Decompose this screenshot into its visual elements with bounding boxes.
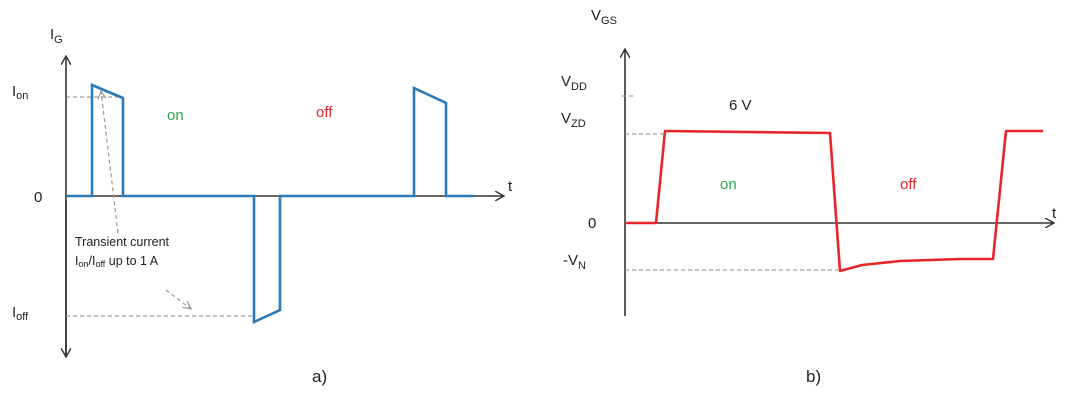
panel-b-caption: b) — [806, 367, 821, 386]
panel-b-off-label: off — [900, 176, 917, 193]
panel-a-transient-arrow-up — [101, 91, 119, 234]
panel-b-vdd-label: VDD — [561, 73, 587, 93]
panel-b-gate-voltage-trace — [625, 129, 1043, 273]
panel-a-transient-arrow-down — [165, 289, 191, 309]
panel-b-on-label: on — [720, 176, 737, 193]
panel-b-vn-label: -VN — [563, 252, 586, 272]
panel-a-gate-current-trace — [66, 83, 474, 325]
panel-b: VGS t VDD VZD 0 -VN 6 V on off b) — [561, 7, 1057, 386]
panel-a-ioff-label: Ioff — [12, 304, 29, 323]
panel-a-x-axis-label: t — [508, 178, 513, 195]
panel-b-y-axis-label: VGS — [591, 7, 617, 27]
panel-a-y-axis-label: IG — [50, 26, 63, 46]
panel-b-vzd-label: VZD — [561, 110, 586, 130]
panel-a-note-line1: Transient current — [75, 235, 170, 249]
panel-b-voltage-label: 6 V — [729, 97, 752, 114]
panel-b-x-axis-label: t — [1052, 205, 1057, 222]
panel-a-ion-label: Ion — [12, 83, 28, 102]
panel-b-zero-label: 0 — [588, 215, 596, 232]
panel-a-zero-label: 0 — [34, 189, 42, 206]
panel-a-off-label: off — [316, 104, 333, 121]
panel-a-note-line2: Ion/Ioff up to 1 A — [75, 254, 159, 269]
panel-a-on-label: on — [167, 107, 184, 124]
panel-a-caption: a) — [312, 367, 327, 386]
panel-a: IG t Ion 0 Ioff on off Transient current… — [12, 26, 513, 386]
